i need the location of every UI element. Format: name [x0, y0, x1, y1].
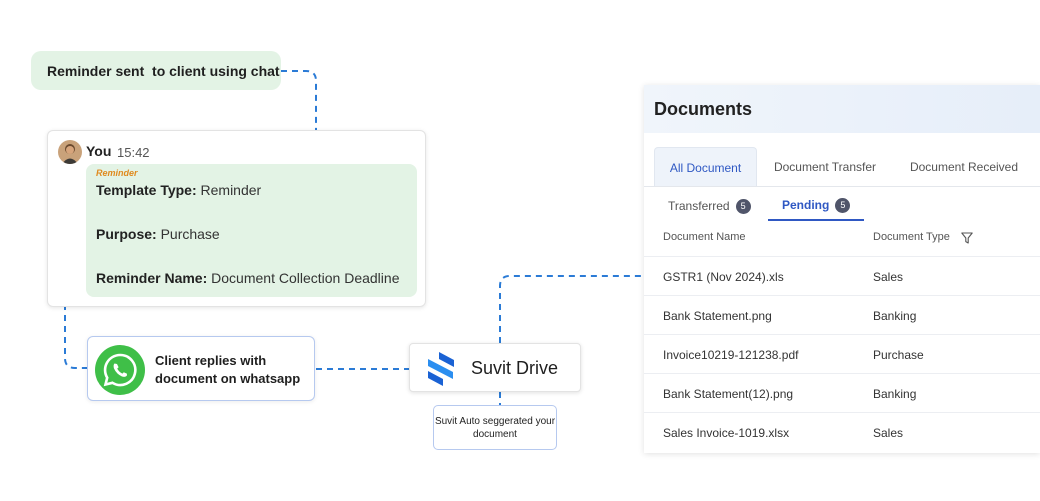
- count-badge: 5: [735, 198, 751, 214]
- field-key: Purpose:: [96, 226, 157, 242]
- document-name-cell: Sales Invoice-1019.xlsx: [663, 426, 790, 440]
- reminder-sent-pill: Reminder sent to client using chat: [31, 51, 281, 90]
- documents-title: Documents: [654, 99, 753, 119]
- document-type-cell: Sales: [873, 426, 904, 440]
- table-row[interactable]: Bank Statement.png Banking: [644, 295, 1040, 334]
- connector-pill-to-chat: [281, 70, 317, 150]
- message-bubble: Reminder Template Type: Reminder Purpose…: [86, 164, 417, 297]
- tab-all-document[interactable]: All Document: [654, 147, 757, 187]
- document-name-cell: Bank Statement(12).png: [663, 387, 794, 401]
- table-row[interactable]: Sales Invoice-1019.xlsx Sales: [644, 412, 1040, 451]
- chat-message-card: You 15:42 Reminder Template Type: Remind…: [47, 130, 426, 307]
- message-time: 15:42: [117, 145, 150, 160]
- field-value: Document Collection Deadline: [207, 270, 400, 286]
- field-value: Reminder: [196, 182, 262, 198]
- subtab-label: Transferred: [668, 199, 730, 213]
- whatsapp-reply-card: Client replies with document on whatsapp: [87, 336, 315, 401]
- document-name-cell: GSTR1 (Nov 2024).xls: [663, 270, 784, 284]
- field-key: Reminder Name:: [96, 270, 208, 286]
- auto-segregation-note: Suvit Auto seggerated your document: [433, 405, 557, 450]
- suvit-drive-card: Suvit Drive: [409, 343, 581, 392]
- subtab-transferred[interactable]: Transferred 5: [668, 191, 751, 221]
- document-name-cell: Bank Statement.png: [663, 309, 772, 323]
- avatar: [58, 140, 82, 164]
- document-name-cell: Invoice10219-121238.pdf: [663, 348, 799, 362]
- template-type-line: Template Type: Reminder: [96, 182, 261, 198]
- documents-header: Documents: [644, 85, 1040, 133]
- subtab-label: Pending: [782, 198, 830, 212]
- whatsapp-reply-text: Client replies with document on whatsapp: [155, 353, 301, 386]
- document-type-cell: Sales: [873, 270, 904, 284]
- document-type-cell: Banking: [873, 309, 917, 323]
- field-value: Purchase: [156, 226, 220, 242]
- message-sender: You: [86, 143, 112, 159]
- table-row[interactable]: Bank Statement(12).png Banking: [644, 373, 1040, 412]
- document-type-cell: Banking: [873, 387, 917, 401]
- count-badge: 5: [835, 197, 851, 213]
- table-row[interactable]: GSTR1 (Nov 2024).xls Sales: [644, 256, 1040, 295]
- column-header-document-type: Document Type: [873, 231, 950, 243]
- tab-document-received[interactable]: Document Received: [909, 160, 1019, 174]
- connector-chat-to-whatsapp: [64, 282, 88, 369]
- subtab-pending[interactable]: Pending 5: [768, 191, 865, 221]
- whatsapp-icon: [94, 344, 146, 396]
- documents-panel: Documents All Document Document Transfer…: [644, 85, 1040, 453]
- suvit-drive-logo: [426, 352, 456, 386]
- connector-drive-to-documents: [499, 275, 650, 343]
- purpose-line: Purpose: Purchase: [96, 226, 220, 242]
- field-key: Template Type:: [96, 182, 197, 198]
- column-header-document-name: Document Name: [663, 231, 746, 243]
- filter-icon[interactable]: [961, 231, 973, 244]
- reminder-tag: Reminder: [96, 168, 138, 178]
- suvit-drive-label: Suvit Drive: [471, 358, 559, 378]
- table-row[interactable]: Invoice10219-121238.pdf Purchase: [644, 334, 1040, 373]
- reminder-name-line: Reminder Name: Document Collection Deadl…: [96, 270, 399, 286]
- tab-document-transfer[interactable]: Document Transfer: [773, 160, 877, 174]
- document-type-cell: Purchase: [873, 348, 924, 362]
- tabs-divider: [644, 186, 1040, 187]
